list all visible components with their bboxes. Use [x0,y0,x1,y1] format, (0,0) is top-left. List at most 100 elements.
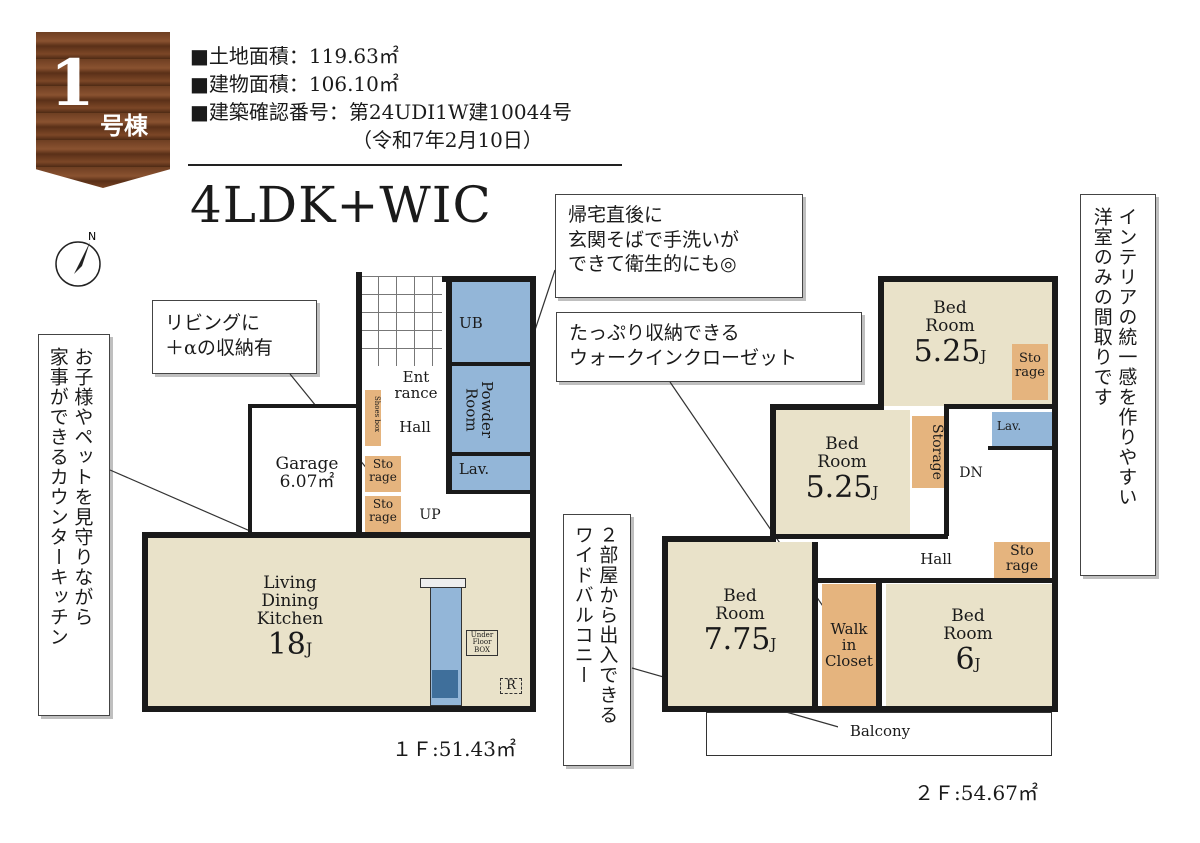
building-badge [36,32,170,188]
lavatory-1f [452,456,532,490]
callout-living-storage: リビングに ＋αの収納有 [152,300,317,374]
ldk-room [148,538,530,710]
wall [988,446,1056,450]
confirmation-date: （令和7年2月10日） [352,128,543,152]
walk-in-closet [822,584,876,706]
storage-2f-c [994,542,1050,578]
wall [446,490,536,494]
shoes-box-label: Shoes box [373,396,381,433]
header-rule [188,164,622,166]
refrigerator-label: R [500,678,522,694]
wall [878,276,1058,282]
building-number: 1 [50,46,95,121]
ldk-label: Living Dining Kitchen 18J [256,573,324,662]
storage-2f-b [912,416,944,488]
garage-label: Garage 6.07㎡ [275,454,339,492]
wall [446,452,536,456]
callout-wic-line1: たっぷり収納できる [569,322,740,344]
storage-2f-b-label: Storage [929,424,945,480]
wall [142,532,536,538]
bedroom-c [668,542,812,706]
bedroom-b [776,410,910,534]
callout-handwash-line2: 玄関そばで手洗いが [568,228,740,251]
callout-kids-line1: お子様やペットを見守りながら [71,347,94,627]
lav-1f-label: Lav. [458,460,490,478]
callout-interior-line2: 洋室のみの間取りです [1090,207,1113,407]
counter-top [420,578,466,588]
callout-balcony-line1: ２部屋から出入できる [596,525,619,725]
hall-1f-label: Hall [399,418,431,436]
storage-1f-b [365,496,401,532]
wall [1052,276,1058,712]
wall [142,706,536,712]
callout-interior-line1: インテリアの統一感を作りやすい [1115,207,1138,507]
lavatory-2f [992,412,1052,446]
wall [770,404,776,540]
callout-interior: インテリアの統一感を作りやすい 洋室のみの間取りです [1080,194,1156,576]
wall [662,536,776,542]
wall [530,276,536,712]
hall-2f-label: Hall [920,550,952,568]
floor2-area: ２Ｆ:54.67㎡ [914,781,1038,805]
compass-icon: N [55,230,101,287]
callout-wic: たっぷり収納できる ウォークインクローゼット [556,312,862,382]
callout-wic-line2: ウォークインクローゼット [569,346,798,369]
layout-type: 4LDK+WIC [190,176,492,234]
entrance-tile [360,276,442,366]
callout-storage-line2: ＋αの収納有 [165,336,273,359]
cooktop [432,670,458,698]
wall [442,276,536,282]
balcony-label: Balcony [838,723,922,740]
confirmation-number: ■建築確認番号：第24UDI1W建10044号 [190,100,573,124]
building-suffix: 号棟 [100,111,148,140]
shoes-box [365,390,381,446]
callout-balcony: ２部屋から出入できる ワイドバルコニー [563,514,631,766]
callout-storage-line1: リビングに [165,312,261,334]
storage-1f-a [365,456,401,492]
wall [446,362,536,366]
wall [248,404,252,536]
unit-bath [452,282,532,362]
entrance-label: Ent rance [394,368,438,402]
callout-balcony-line2: ワイドバルコニー [571,525,594,685]
compass-label: N [88,230,96,243]
lav-2f-label: Lav. [996,419,1022,433]
stairs-up-label: UP [419,507,441,523]
powder-room [452,366,532,454]
stairs-down-label: DN [959,465,983,481]
wall [776,534,948,539]
ub-label: UB [459,314,483,332]
callout-handwash-line3: できて衛生的にも◎ [568,253,737,276]
wall [818,578,1056,583]
storage-2f-a [1012,344,1048,400]
wall [878,276,884,410]
wall [876,580,882,708]
wall [944,404,949,536]
balcony [706,712,1052,756]
wall [446,276,452,494]
bedroom-d [886,584,1052,706]
wall [252,404,362,408]
wall [812,542,818,708]
wall [770,404,884,410]
land-area: ■土地面積：119.63㎡ [190,44,399,68]
wall [662,706,1058,712]
garage-area [252,408,362,538]
callout-handwash-line1: 帰宅直後に [568,204,664,226]
floor1-area: １Ｆ:51.43㎡ [392,737,516,761]
callout-counter-kitchen: お子様やペットを見守りながら 家事ができるカウンターキッチン [38,334,110,716]
callout-kids-line2: 家事ができるカウンターキッチン [46,347,69,647]
wall [662,536,668,712]
wall [142,532,148,712]
